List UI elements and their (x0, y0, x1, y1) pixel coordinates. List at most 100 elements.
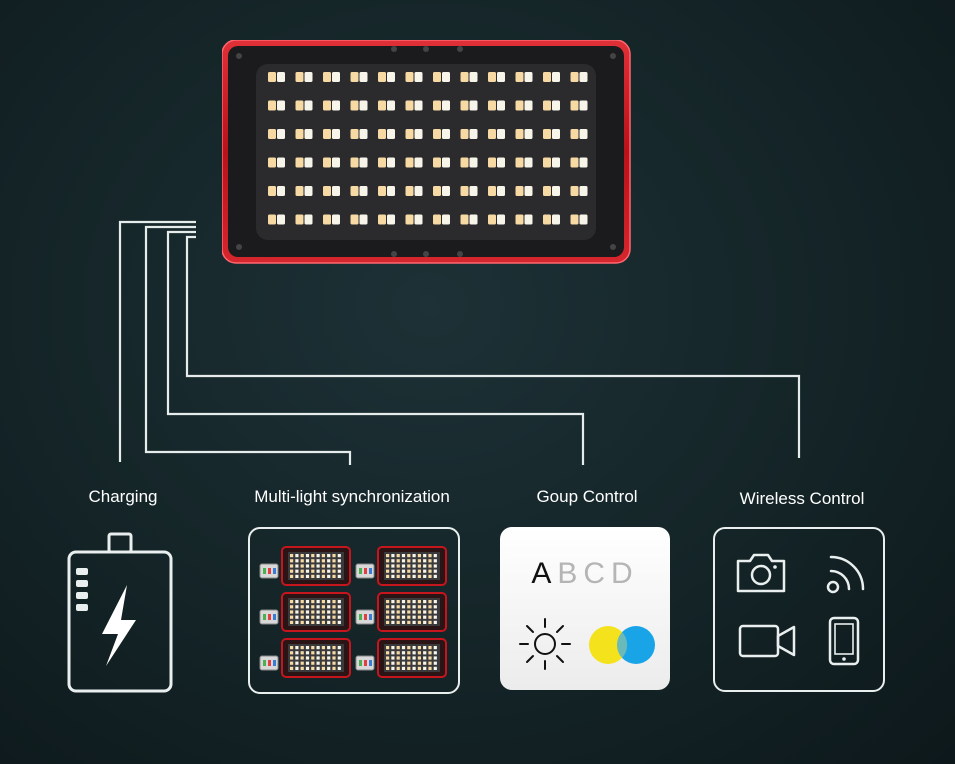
sync-label: Multi-light synchronization (254, 487, 450, 506)
group-letter-c: C (583, 557, 612, 590)
led-warm (515, 72, 524, 82)
led-cool (552, 129, 560, 139)
mini-led-panel (355, 638, 447, 678)
group-letter-b: B (557, 557, 584, 590)
led-cool (579, 186, 588, 196)
led-cool (332, 129, 340, 139)
led-warm (268, 157, 276, 168)
led-cool (387, 100, 395, 111)
mini-led-panel (355, 546, 447, 586)
led-cool (414, 214, 423, 225)
led-warm (433, 129, 441, 139)
led-cool (387, 72, 395, 82)
led-cool (524, 157, 533, 168)
led-warm (433, 157, 441, 168)
led-cool (277, 100, 285, 111)
led-cool (414, 186, 423, 196)
led-cool (304, 214, 313, 225)
led-cool (524, 186, 533, 196)
smartphone-icon (828, 616, 860, 666)
led-light-panel (222, 40, 631, 264)
led-warm (405, 186, 414, 196)
led-warm (488, 100, 496, 111)
led-cool (469, 72, 478, 82)
wireless-control-label: Wireless Control (739, 489, 865, 508)
led-cool (387, 157, 395, 168)
led-warm (268, 72, 276, 82)
sun-icon (519, 618, 571, 670)
led-warm (405, 214, 414, 225)
led-panel-grid-icon (259, 546, 447, 678)
led-cool (414, 72, 423, 82)
led-warm (405, 72, 414, 82)
led-warm (323, 157, 331, 168)
led-warm (570, 129, 579, 139)
group-control-box: ABCD (500, 527, 670, 690)
led-cool (414, 157, 423, 168)
led-cool (414, 100, 423, 111)
led-warm (460, 100, 469, 111)
led-warm (433, 72, 441, 82)
led-warm (460, 186, 469, 196)
led-cool (497, 157, 505, 168)
led-cool (359, 129, 368, 139)
led-warm (433, 186, 441, 196)
led-cool (469, 214, 478, 225)
group-letter-a: A (531, 557, 558, 590)
led-warm (488, 129, 496, 139)
led-cool (552, 186, 560, 196)
led-cool (359, 100, 368, 111)
led-warm (350, 100, 359, 111)
led-cool (304, 186, 313, 196)
led-warm (295, 129, 304, 139)
led-warm (460, 157, 469, 168)
led-warm (543, 157, 551, 168)
led-warm (405, 100, 414, 111)
mini-led-panel (259, 592, 351, 632)
led-warm (570, 186, 579, 196)
led-cool (304, 129, 313, 139)
led-cool (442, 100, 450, 111)
led-warm (323, 186, 331, 196)
led-warm (323, 100, 331, 111)
led-cool (469, 100, 478, 111)
led-warm (460, 214, 469, 225)
led-cool (552, 100, 560, 111)
led-warm (488, 72, 496, 82)
led-warm (350, 72, 359, 82)
led-cool (304, 72, 313, 82)
led-warm (268, 129, 276, 139)
led-cool (332, 214, 340, 225)
led-warm (515, 129, 524, 139)
led-warm (350, 186, 359, 196)
led-warm (543, 100, 551, 111)
led-cool (277, 214, 285, 225)
led-warm (268, 186, 276, 196)
led-warm (295, 100, 304, 111)
led-cool (524, 72, 533, 82)
led-cool (359, 157, 368, 168)
led-warm (543, 214, 551, 225)
led-cool (552, 157, 560, 168)
led-cool (442, 214, 450, 225)
led-warm (350, 157, 359, 168)
led-cool (579, 129, 588, 139)
led-cool (359, 72, 368, 82)
led-cool (387, 214, 395, 225)
led-cool (469, 157, 478, 168)
led-warm (488, 186, 496, 196)
sync-box (248, 527, 460, 694)
charging-label: Charging (88, 487, 158, 506)
led-cool (469, 129, 478, 139)
led-warm (295, 157, 304, 168)
led-warm (378, 100, 386, 111)
led-cool (497, 129, 505, 139)
led-warm (378, 129, 386, 139)
wireless-control-box (713, 527, 885, 692)
led-warm (543, 186, 551, 196)
led-warm (515, 100, 524, 111)
led-cool (497, 186, 505, 196)
led-warm (350, 129, 359, 139)
led-cool (552, 214, 560, 225)
